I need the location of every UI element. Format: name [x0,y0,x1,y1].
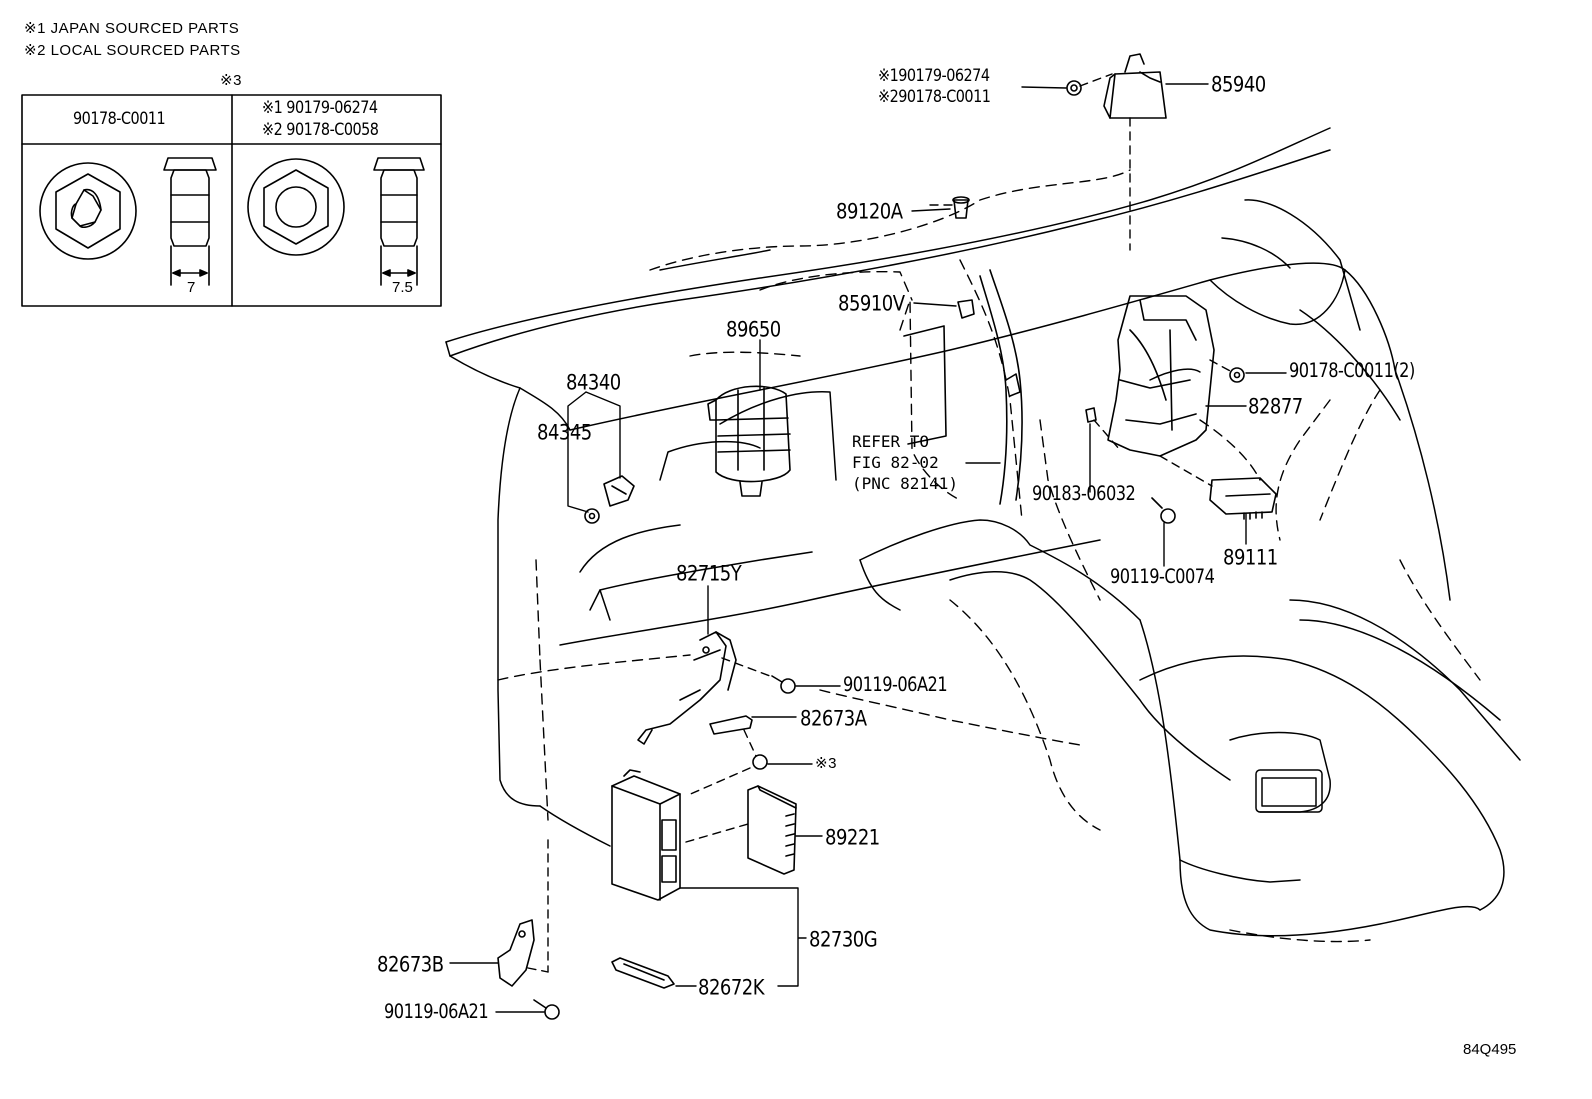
part-82730G [611,769,681,901]
callout-84345: 84345 [537,418,592,445]
part-85940 [1103,53,1167,119]
part-84345 [584,508,600,524]
callout-85940-alt2: ※290178-C0011 [878,85,991,107]
table-ref-mark: ※3 [220,72,242,89]
callout-85940: 85940 [1211,70,1266,97]
hidden-outlines [497,169,1481,943]
callout-89111: 89111 [1223,543,1278,570]
callout-89120A: 89120A [836,197,903,224]
table-col2-code-2: ※2 90178-C0058 [262,118,379,140]
note-japan-sourced: ※1 JAPAN SOURCED PARTS [24,20,240,37]
callout-90178-C0011-2: 90178-C0011(2) [1289,359,1415,383]
part-82673B [497,919,535,987]
figure-id: 84Q495 [1463,1041,1517,1058]
fastener-table-frame [21,94,442,307]
refer-to-line2: FIG 82-02 [852,453,939,472]
callout-85940-alt1: ※190179-06274 [878,64,990,86]
wire-harness-ref [903,269,1023,505]
table-col1-dimension: 7 [187,279,196,296]
callout-82730G: 82730G [809,925,878,952]
note-local-sourced: ※2 LOCAL SOURCED PARTS [24,42,241,59]
part-85910V [957,299,975,319]
callout-90119-C0074: 90119-C0074 [1110,565,1215,589]
hex-nut-face-icon [247,158,345,256]
hex-nut-side-icon [373,157,425,286]
part-82673A [709,715,753,735]
refer-to-line1: REFER TO [852,432,930,451]
callout-90183-06032: 90183-06032 [1032,482,1136,506]
nut-90178-C0011 [1229,367,1245,383]
flange-nut-side-icon [163,157,217,286]
bolt-90119-C0074 [1151,497,1176,524]
part-84340 [603,475,635,507]
part-89221 [747,785,797,875]
assembly-lines [527,73,1233,973]
clip-90183-06032 [1085,407,1097,423]
part-82877 [1107,295,1215,457]
bolt-90119-06A21-upper [771,675,796,694]
callout-82877: 82877 [1248,392,1303,419]
callout-90119-06A21-lower: 90119-06A21 [384,1000,489,1024]
nut-ref3 [752,754,768,770]
dashboard-outline [445,127,1521,937]
callout-82673B: 82673B [377,950,444,977]
part-89120A [952,196,970,219]
flange-nut-face-icon [39,162,137,260]
part-82715Y [637,631,737,745]
callout-85910V: 85910V [838,289,905,316]
callout-82672K: 82672K [698,973,765,1000]
leader-lines [449,83,1287,1013]
refer-to-line3: (PNC 82141) [852,474,958,493]
part-89111 [1209,477,1277,520]
callout-84340: 84340 [566,368,621,395]
part-89650 [707,385,791,497]
callout-ref3: ※3 [815,755,837,772]
table-col1-code: 90178-C0011 [73,107,166,129]
part-82672K [611,957,675,989]
table-col2-code-1: ※1 90179-06274 [262,96,378,118]
callout-89650: 89650 [726,315,781,342]
table-col2-dimension: 7.5 [392,279,413,296]
callout-90119-06A21-upper: 90119-06A21 [843,673,948,697]
callout-82673A: 82673A [800,704,867,731]
bolt-90119-06A21-lower [533,999,560,1020]
nut-85940 [1066,80,1082,96]
callout-89221: 89221 [825,823,880,850]
callout-82715Y: 82715Y [676,559,742,586]
